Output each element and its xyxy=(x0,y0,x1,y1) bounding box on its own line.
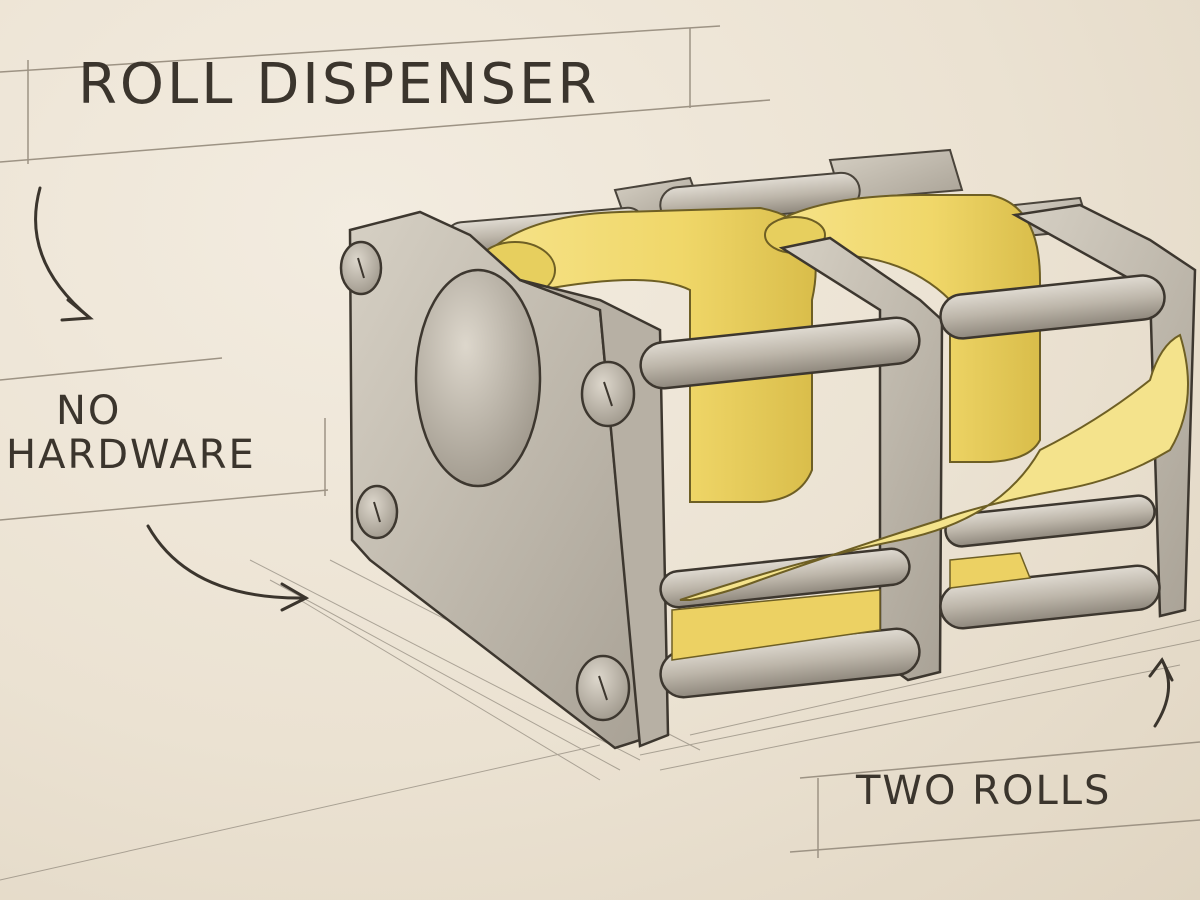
two-rolls-label: TWO ROLLS xyxy=(856,768,1112,814)
curved-arrow-right-icon xyxy=(146,524,310,612)
title-label: ROLL DISPENSER xyxy=(78,52,600,117)
title-frame xyxy=(0,25,771,164)
two-rolls-frame xyxy=(789,741,1200,858)
end-cap-disk xyxy=(414,268,542,488)
no-hardware-label-line2: HARDWARE xyxy=(6,432,256,478)
curved-arrow-up-icon xyxy=(1148,657,1174,728)
bolt-slots xyxy=(357,257,613,701)
roll-lower-visible xyxy=(671,552,1032,661)
paper-strip xyxy=(679,333,1189,601)
no-hardware-label-line1: NO xyxy=(56,388,122,434)
no-hardware-frame xyxy=(0,357,329,521)
curved-arrow-down-icon xyxy=(34,186,94,322)
